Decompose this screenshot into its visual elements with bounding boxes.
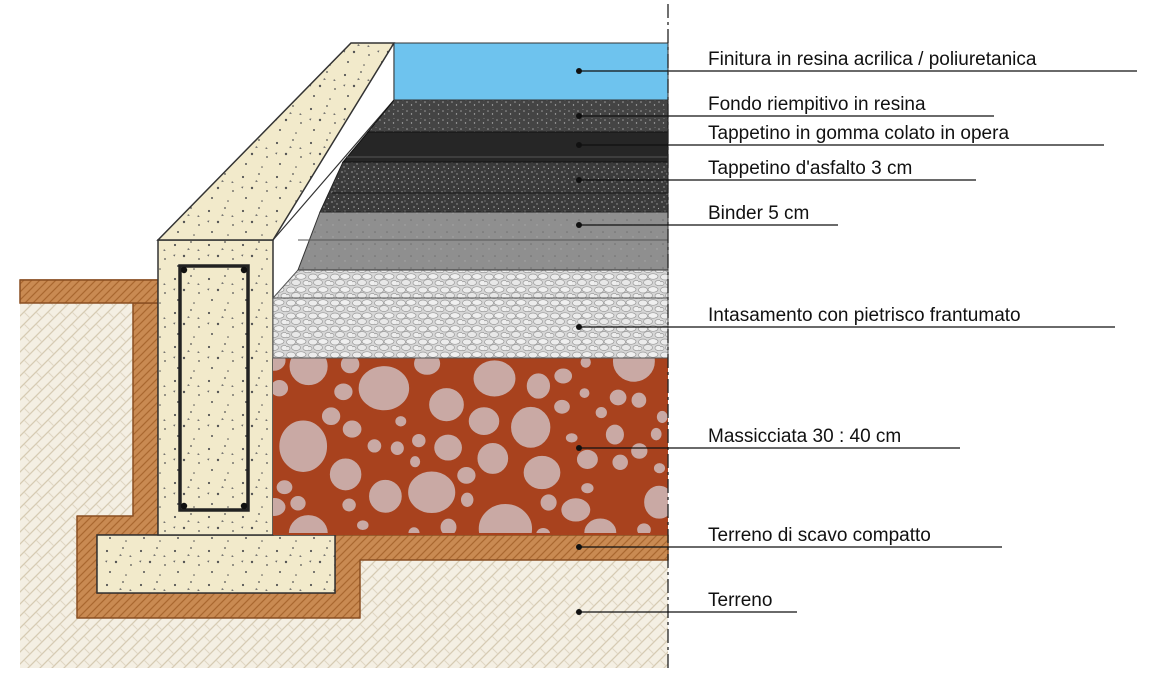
label-resin-filler: Fondo riempitivo in resina [576,94,994,119]
ballast-stone [579,481,596,495]
ballast-stone [339,358,361,375]
ballast-stone [655,409,668,425]
asphalt-layer [319,161,669,213]
label-resin-filler-text: Fondo riempitivo in resina [708,94,926,115]
ballast-stone [611,358,657,384]
ballast-stone [389,439,406,457]
concrete-footing [96,534,336,594]
ballast-stone [455,465,478,486]
ballast-stone [328,456,363,492]
ballast-stone [427,386,466,423]
label-compacted-soil-text: Terreno di scavo compatto [708,525,931,546]
ballast-stone [439,517,458,533]
label-binder-text: Binder 5 cm [708,203,809,224]
crushed-stone-layer [272,297,669,359]
ballast-stone [649,426,664,442]
label-resin-finish: Finitura in resina acrilica / poliuretan… [576,49,1137,74]
ballast-stone [341,419,363,440]
label-asphalt-text: Tappetino d'asfalto 3 cm [708,158,912,179]
ballast-stone [564,431,580,445]
ballast-stone [594,405,609,420]
label-crushed-stone: Intasamento con pietrisco frantumato [576,305,1115,330]
label-rubber-mat: Tappetino in gomma colato in opera [576,123,1104,148]
ballast-stone [367,478,404,515]
ballast-stone [459,491,475,509]
ballast-stone [534,526,552,533]
ballast-stone [578,386,591,400]
ballast-stone [406,470,457,515]
layer-labels: Finitura in resina acrilica / poliuretan… [576,49,1137,615]
ballast-stone [552,367,574,385]
label-rubber-mat-text: Tappetino in gomma colato in opera [708,123,1009,144]
label-soil-text: Terreno [708,590,772,611]
ballast-stone [408,454,422,469]
ballast-stone [522,454,562,491]
ballast-stone [320,405,342,427]
ballast-stone [642,484,668,521]
ballast-stone [406,525,422,533]
rebar-dots [180,266,248,510]
label-asphalt: Tappetino d'asfalto 3 cm [576,158,976,183]
binder-layer [297,211,669,271]
ballast-stone [340,497,358,513]
label-resin-finish-text: Finitura in resina acrilica / poliuretan… [708,49,1037,70]
ballast-stone [579,358,593,370]
label-binder: Binder 5 cm [576,203,838,228]
label-ballast-text: Massicciata 30 : 40 cm [708,426,901,447]
ballast-stone [539,492,559,513]
curb-reinforcement [178,264,250,512]
ballast-stone [357,364,411,412]
ballast-stone [582,517,618,533]
ballast-stone [575,448,600,471]
ballast-stone [355,518,371,532]
label-crushed-stone-text: Intasamento con pietrisco frantumato [708,305,1021,326]
ballast-stone [288,358,330,387]
concrete-curb [157,239,274,536]
ballast-layer [273,358,668,535]
ballast-stone [477,502,534,533]
ballast-stone [275,478,294,496]
ballast-stone [332,381,355,402]
ballast-stone [525,371,552,401]
ballast-stone [393,414,408,428]
ballast-stone [432,433,464,463]
crushed-stone-upper [271,269,669,299]
compacted-soil-fill [19,279,159,304]
ballast-stone [366,437,383,455]
ballast-stone [273,358,288,373]
ballast-stone [287,513,330,533]
ballast-stone [604,423,626,447]
label-ballast: Massicciata 30 : 40 cm [576,426,960,451]
label-soil: Terreno [576,590,797,615]
ballast-stone [273,378,290,398]
ballast-stone [509,405,552,450]
ballast-stone [277,418,329,474]
ballast-stone [635,521,653,533]
ballast-stone [410,432,428,449]
ballast-stone [608,388,628,407]
label-compacted-soil: Terreno di scavo compatto [576,525,1002,550]
ballast-stone [552,398,572,416]
ballast-stone [630,391,648,410]
ballast-stone [475,441,510,476]
ballast-stone [288,494,308,512]
ballast-stone [629,441,649,461]
ballast-stone [472,358,517,398]
ballast-stone [610,453,630,472]
ballast-stone [467,405,501,437]
ballast-stone [412,358,442,377]
ballast-stone [652,461,667,475]
ballast-stone [273,496,287,518]
ballast-stone [559,496,592,524]
